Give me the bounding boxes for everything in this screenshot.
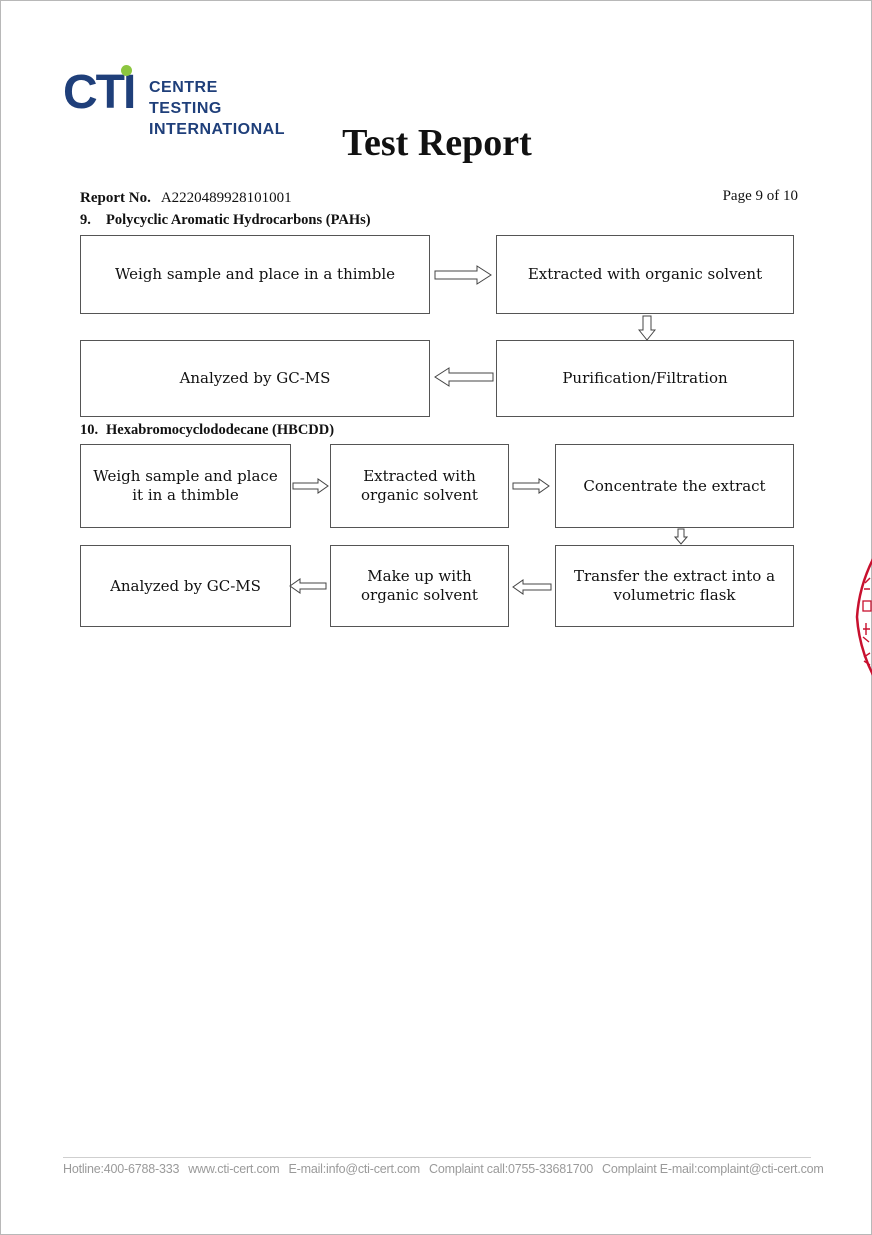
section-title-pahs: 9. Polycyclic Aromatic Hydrocarbons (PAHs…	[80, 211, 371, 229]
report-number: Report No. A2220489928101001	[80, 188, 292, 208]
pahs-step-extract: Extracted with organic solvent	[496, 235, 794, 314]
arrow-right-icon	[512, 478, 550, 494]
arrow-left-icon	[512, 579, 552, 595]
org-line-2: INTERNATIONAL	[149, 121, 285, 138]
org-line-1: CENTRE TESTING	[149, 79, 222, 117]
footer-hotline: Hotline:400-6788-333	[63, 1162, 180, 1176]
report-number-label: Report No.	[80, 190, 151, 206]
section-title-hbcdd: 10. Hexabromocyclododecane (HBCDD)	[80, 421, 334, 439]
arrow-down-icon	[674, 528, 688, 545]
arrow-right-icon	[434, 265, 492, 285]
hbcdd-step-weigh: Weigh sample and place it in a thimble	[80, 444, 291, 528]
hbcdd-step-make-up: Make up with organic solvent	[330, 545, 509, 627]
hbcdd-step-extract: Extracted with organic solvent	[330, 444, 509, 528]
section-number: 10.	[80, 422, 99, 438]
footer-contact: Hotline:400-6788-333 www.cti-cert.com E-ma…	[63, 1161, 824, 1177]
footer-complaint-email: Complaint E-mail:complaint@cti-cert.com	[602, 1162, 824, 1176]
red-stamp-icon	[855, 558, 872, 676]
footer-email: E-mail:info@cti-cert.com	[288, 1162, 421, 1176]
arrow-left-icon	[434, 367, 494, 387]
hbcdd-step-concentrate: Concentrate the extract	[555, 444, 794, 528]
footer-complaint-call: Complaint call:0755-33681700	[429, 1162, 593, 1176]
pahs-step-weigh: Weigh sample and place in a thimble	[80, 235, 430, 314]
page-number: Page 9 of 10	[722, 188, 798, 204]
arrow-right-icon	[292, 478, 329, 494]
hbcdd-step-analyze: Analyzed by GC-MS	[80, 545, 291, 627]
cti-logo: CTI CENTRE TESTING INTERNATIONAL	[63, 63, 293, 138]
section-number: 9.	[80, 212, 91, 228]
section-heading: Polycyclic Aromatic Hydrocarbons (PAHs)	[106, 212, 371, 228]
arrow-left-icon	[289, 578, 327, 594]
report-number-value: A2220489928101001	[160, 190, 292, 206]
hbcdd-step-transfer: Transfer the extract into a volumetric f…	[555, 545, 794, 627]
pahs-step-analyze: Analyzed by GC-MS	[80, 340, 430, 417]
footer-website: www.cti-cert.com	[188, 1162, 280, 1176]
arrow-down-icon	[638, 315, 656, 341]
footer-divider	[63, 1157, 811, 1158]
pahs-step-purification: Purification/Filtration	[496, 340, 794, 417]
logo-dot-icon	[121, 65, 132, 76]
page-title: Test Report	[342, 122, 532, 164]
logo-org-name: CENTRE TESTING INTERNATIONAL	[149, 77, 293, 140]
section-heading: Hexabromocyclododecane (HBCDD)	[106, 422, 335, 438]
